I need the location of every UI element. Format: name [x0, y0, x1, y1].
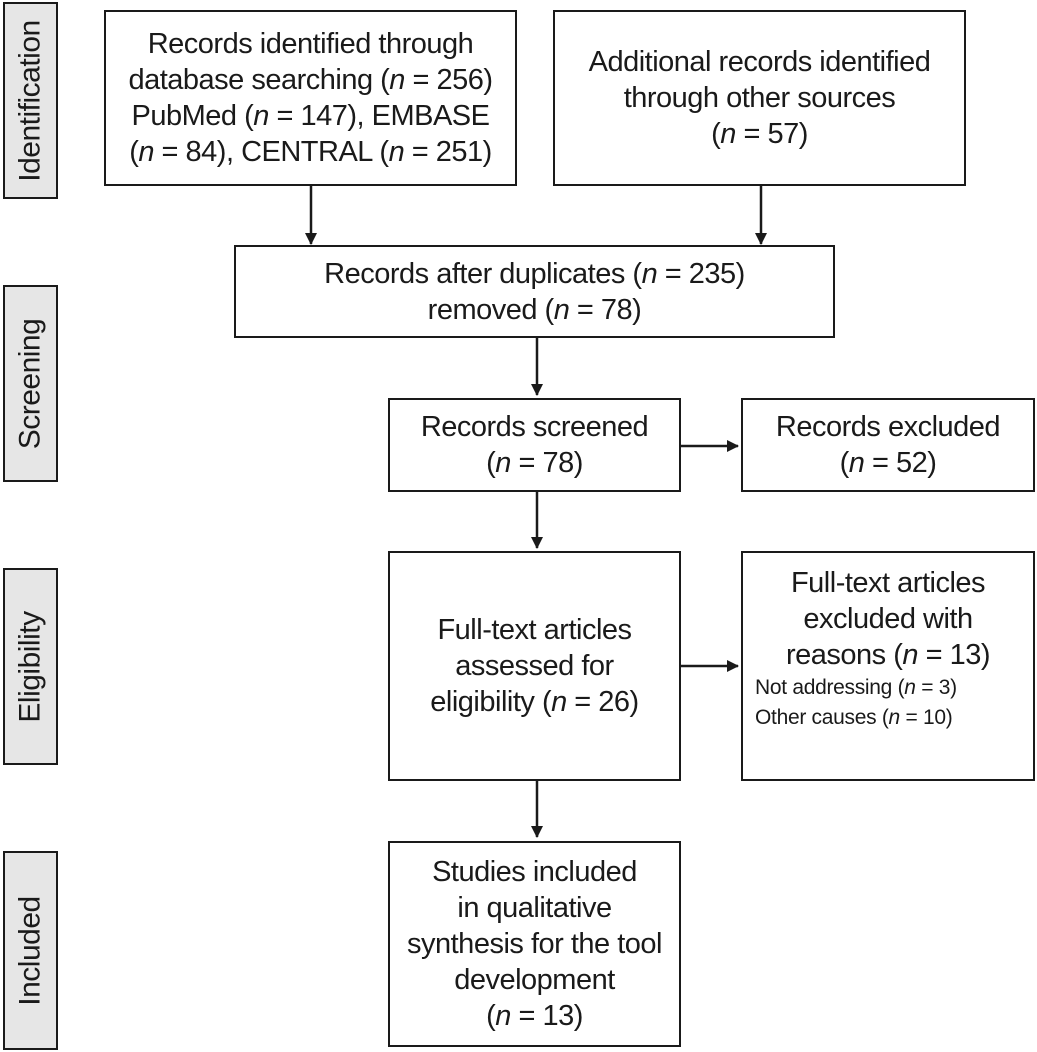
fulltext-excluded-count: reasons (n = 13) — [786, 639, 990, 671]
box-studies-included: Studies included in qualitative synthesi… — [388, 841, 681, 1047]
screened-count: (n = 78) — [486, 447, 583, 479]
database-breakdown-2: (n = 84), CENTRAL (n = 251) — [129, 136, 492, 168]
reason-not-addressing: Not addressing (n = 3) — [755, 676, 957, 699]
stage-label-included: Included — [3, 851, 58, 1050]
database-search-count: database searching (n = 256) — [128, 64, 493, 96]
fulltext-assessed-count: eligibility (n = 26) — [430, 686, 639, 718]
box-fulltext-excluded: Full-text articles excluded with reasons… — [741, 551, 1035, 781]
other-sources-count: (n = 57) — [711, 118, 808, 150]
database-breakdown-1: PubMed (n = 147), EMBASE — [131, 100, 490, 132]
reason-other-causes: Other causes (n = 10) — [755, 706, 953, 729]
box-records-screened: Records screened (n = 78) — [388, 398, 681, 492]
box-after-duplicates: Records after duplicates (n = 235) remov… — [234, 245, 835, 338]
excluded-count: (n = 52) — [839, 447, 937, 479]
stage-label-eligibility: Eligibility — [3, 568, 58, 765]
after-duplicates-count: Records after duplicates (n = 235) — [324, 257, 745, 290]
stage-label-screening: Screening — [3, 285, 58, 482]
box-records-excluded: Records excluded (n = 52) — [741, 398, 1035, 492]
removed-count: removed (n = 78) — [427, 293, 642, 326]
box-other-sources: Additional records identified through ot… — [553, 10, 966, 186]
box-fulltext-assessed: Full-text articles assessed for eligibil… — [388, 551, 681, 781]
stage-label-identification: Identification — [3, 2, 58, 199]
box-database-search: Records identified through database sear… — [104, 10, 517, 186]
included-count: (n = 13) — [486, 1000, 583, 1032]
